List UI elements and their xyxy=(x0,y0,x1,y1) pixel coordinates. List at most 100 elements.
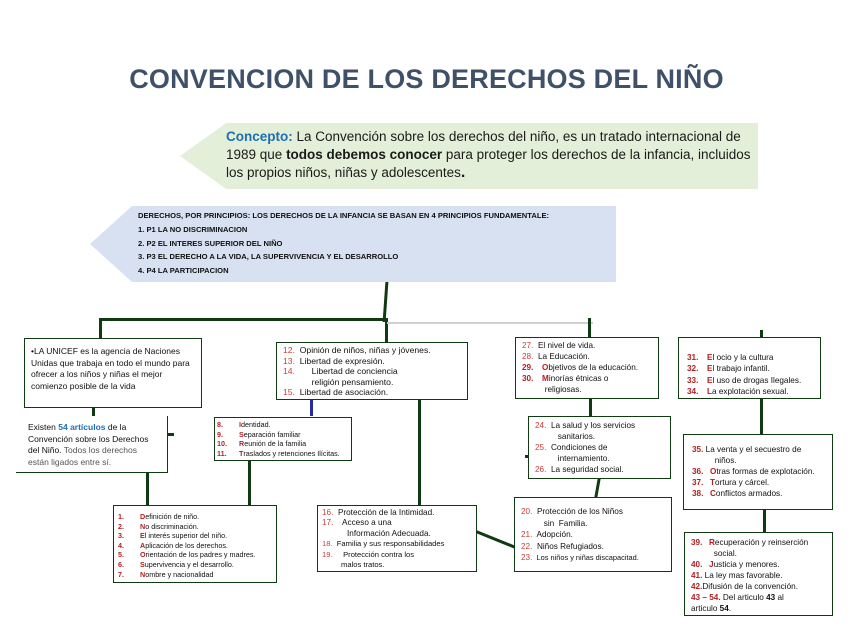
list-item: 7.Nombre y nacionalidad xyxy=(118,569,214,579)
list-item: 18. Familia y sus responsabilidades xyxy=(322,539,445,549)
list-item: 12. Opinión de niños, niñas y jóvenes. xyxy=(283,345,431,355)
list-item: 28. La Educación. xyxy=(522,352,590,361)
list-item: 13. Libertad de expresión. xyxy=(283,355,385,366)
connector-line xyxy=(168,433,174,436)
connector-line xyxy=(588,318,591,338)
list-item: 43 – 54. Del articulo 43 al xyxy=(691,593,784,602)
connector-line xyxy=(248,460,251,508)
list-item: sanitarios. xyxy=(535,432,596,441)
list-item: 14. Libertad de conciencia xyxy=(283,366,398,377)
connector-line xyxy=(92,406,95,418)
list-item: 29.Objetivos de la educación. xyxy=(522,363,639,372)
list-item: 36.Otras formas de explotación. xyxy=(692,467,815,476)
list-item: 6.Supervivencia y el desarrollo. xyxy=(118,559,234,569)
articles-post: de la Convención sobre los Derechos del … xyxy=(28,422,149,455)
unicef-box: •LA UNICEF es la agencia de Naciones Uni… xyxy=(24,338,202,408)
page-title: CONVENCION DE LOS DERECHOS DEL NIÑO xyxy=(129,64,724,94)
list-item: 34.La explotación sexual. xyxy=(687,387,789,397)
concept-text-b: para proteger los derechos de la infanci… xyxy=(226,147,751,180)
principles-heading: DERECHOS, POR PRINCIPIOS: LOS DERECHOS D… xyxy=(138,211,550,220)
list-item: 26. La seguridad social. xyxy=(535,465,624,474)
rights-group-35-38: 35. La venta y el secuestro de niños. 36… xyxy=(683,434,833,510)
connector-line xyxy=(99,318,102,338)
concept-end: . xyxy=(460,164,466,181)
connector-line xyxy=(594,479,601,497)
list-item: 35. La venta y el secuestro de xyxy=(692,445,802,454)
rights-group-31-34: 31.El ocio y la cultura 32.El trabajo in… xyxy=(678,337,821,399)
list-item: 2.No discriminación. xyxy=(118,521,199,531)
list-item: 32.El trabajo infantil. xyxy=(687,364,770,374)
list-item: 33.El uso de drogas Ilegales. xyxy=(687,375,802,385)
list-item: 5.Orientación de los padres y madres. xyxy=(118,550,256,560)
rights-group-20-23: 20. Protección de los Niños sin Familia.… xyxy=(514,497,672,572)
rights-group-16-19: 16. Protección de la Intimidad. 17. Acce… xyxy=(317,505,477,572)
list-item: 16. Protección de la Intimidad. xyxy=(322,508,435,517)
list-item: 10.Reunión de la familia xyxy=(217,439,307,449)
list-item: Información Adecuada. xyxy=(322,528,431,538)
principle-item: 4. P4 LA PARTICIPACION xyxy=(138,266,229,276)
list-item: 15. Libertad de asociación. xyxy=(283,387,389,398)
list-item: 21. Adopción. xyxy=(521,530,573,540)
principles-banner xyxy=(90,206,616,282)
list-item: malos tratos. xyxy=(322,560,385,570)
connector-line xyxy=(763,510,766,534)
connector-line xyxy=(382,282,389,322)
list-item: 24. La salud y los servicios xyxy=(535,421,636,430)
concept-text: Concepto: La Convención sobre los derech… xyxy=(226,128,754,182)
concept-bold: todos debemos conocer xyxy=(286,147,443,162)
list-item: 9.Separación familiar xyxy=(217,429,301,439)
rights-group-8-11: 8.Identidad. 9.Separación familiar 10.Re… xyxy=(214,417,352,461)
principle-item: 1. P1 LA NO DISCRIMINACION xyxy=(138,224,248,234)
list-item: 30.Minorías étnicas o xyxy=(522,374,609,383)
rights-group-27-30: 27. El nivel de vida. 28. La Educación. … xyxy=(515,337,659,399)
list-item: 19. Protección contra los xyxy=(322,549,415,559)
principle-item: 3. P3 EL DERECHO A LA VIDA, LA SUPERVIVE… xyxy=(138,252,399,262)
unicef-text: •LA UNICEF es la agencia de Naciones Uni… xyxy=(31,346,190,391)
rights-group-39-54: 39.Recuperación y reinserción social. 40… xyxy=(684,532,833,616)
list-item: sin Familia. xyxy=(521,518,588,528)
list-item: 25. Condiciones de xyxy=(535,443,608,452)
list-item: 42.Difusión de la convención. xyxy=(691,582,798,591)
rights-group-24-26: 24. La salud y los servicios sanitarios.… xyxy=(528,416,671,479)
connector-line xyxy=(760,330,763,338)
list-item: 17. Acceso a una xyxy=(322,518,392,528)
rights-group-1-7: 1.Definición de niño. 2.No discriminació… xyxy=(113,505,277,583)
list-item: 38.Conflictos armados. xyxy=(692,489,783,498)
principles-text: DERECHOS, POR PRINCIPIOS: LOS DERECHOS D… xyxy=(138,209,608,278)
articles-pre: Existen xyxy=(28,422,59,432)
articles-tail: Todos los derechos están ligados entre s… xyxy=(28,445,138,467)
connector-line xyxy=(589,398,592,416)
list-item: 37.Tortura y cárcel. xyxy=(692,478,770,487)
list-item: 40.Justicia y menores. xyxy=(691,560,780,569)
list-item: 27. El nivel de vida. xyxy=(522,341,596,350)
connector-line xyxy=(387,322,593,324)
connector-line xyxy=(760,398,763,434)
list-item: 4.Aplicación de los derechos. xyxy=(118,540,228,550)
connector-line xyxy=(475,530,516,549)
list-item: 1.Definición de niño. xyxy=(118,512,200,521)
concept-banner xyxy=(180,123,758,189)
list-item: 23. Los niños y niñas discapacitad. xyxy=(521,553,639,563)
articles-highlight: 54 artículos xyxy=(58,422,106,432)
concept-text-a: La Convención sobre los derechos del niñ… xyxy=(226,129,741,162)
list-item: social. xyxy=(691,549,737,558)
list-item: internamiento. xyxy=(535,454,610,463)
articles-box: Existen 54 artículos de la Convención so… xyxy=(16,416,168,473)
list-item: articulo 54. xyxy=(691,604,732,613)
list-item: 3.El interés superior del niño. xyxy=(118,531,228,541)
connector-line xyxy=(418,400,421,506)
list-item: 41. La ley mas favorable. xyxy=(691,571,783,580)
list-item: 31.El ocio y la cultura xyxy=(687,353,774,362)
list-item: 22. Niños Refugiados. xyxy=(521,541,604,551)
connector-line xyxy=(525,455,528,458)
list-item: religión pensamiento. xyxy=(283,376,394,387)
list-item: 11.Traslados y retenciones Ilícitas. xyxy=(217,448,340,458)
list-item: religiosas. xyxy=(522,385,582,394)
principle-item: 2. P2 EL INTERES SUPERIOR DEL NIÑO xyxy=(138,238,283,248)
connector-line xyxy=(385,320,388,344)
connector-line xyxy=(99,318,388,321)
list-item: niños. xyxy=(692,456,737,465)
rights-group-12-15: 12. Opinión de niños, niñas y jóvenes. 1… xyxy=(276,342,468,400)
list-item: 39.Recuperación y reinserción xyxy=(691,538,809,547)
connector-line xyxy=(146,473,149,507)
